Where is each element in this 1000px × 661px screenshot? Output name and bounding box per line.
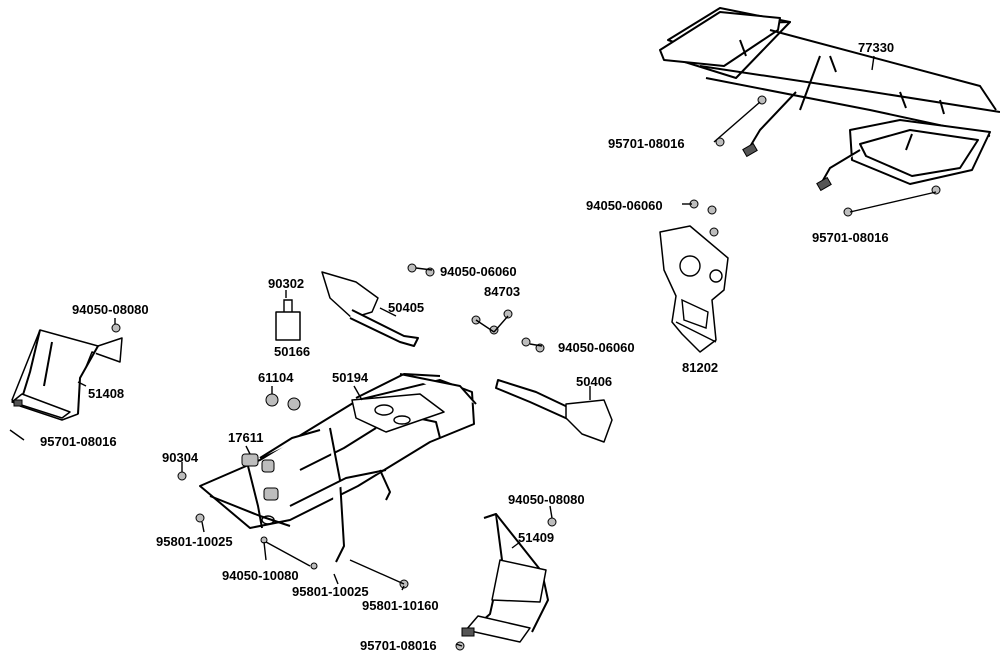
label-94050-06060-right: 94050-06060 (586, 198, 663, 213)
label-90304: 90304 (162, 450, 199, 465)
label-61104: 61104 (258, 370, 294, 385)
label-95801-10025-bottom: 95801-10025 (292, 584, 369, 599)
left-footguard-51408 (11, 329, 123, 421)
license-plate-bracket-81202 (659, 225, 729, 353)
label-77330: 77330 (858, 40, 894, 55)
label-95701-08016-left: 95701-08016 (40, 434, 117, 449)
label-94050-10080: 94050-10080 (222, 568, 299, 583)
label-94050-08080-right: 94050-08080 (508, 492, 585, 507)
label-50405: 50405 (388, 300, 424, 315)
right-footguard-51409 (461, 513, 549, 643)
label-90302: 90302 (268, 276, 304, 291)
small-hardware (111, 95, 941, 651)
label-50166: 50166 (274, 344, 310, 359)
footrest-bracket-50406 (495, 379, 613, 443)
label-50194: 50194 (332, 370, 369, 385)
label-95801-10025-left: 95801-10025 (156, 534, 233, 549)
label-17611: 17611 (228, 430, 263, 445)
label-51408: 51408 (88, 386, 124, 401)
label-51409: 51409 (518, 530, 554, 545)
label-95701-08016-bottom: 95701-08016 (360, 638, 437, 653)
rear-rack-77330 (659, 7, 1000, 192)
footrest-bracket-50405 (321, 271, 419, 347)
main-frame-50194 (199, 373, 477, 563)
label-84703: 84703 (484, 284, 520, 299)
label-94050-08080-left: 94050-08080 (72, 302, 149, 317)
label-81202: 81202 (682, 360, 718, 375)
part-labels: 77330 95701-08016 94050-06060 95701-0801… (40, 40, 894, 653)
label-50406: 50406 (576, 374, 612, 389)
label-94050-06060-center: 94050-06060 (440, 264, 517, 279)
label-94050-06060-mid: 94050-06060 (558, 340, 635, 355)
label-95701-08016-top: 95701-08016 (608, 136, 685, 151)
label-95701-08016-right: 95701-08016 (812, 230, 889, 245)
label-95801-10160: 95801-10160 (362, 598, 439, 613)
leader-lines (9, 55, 937, 647)
